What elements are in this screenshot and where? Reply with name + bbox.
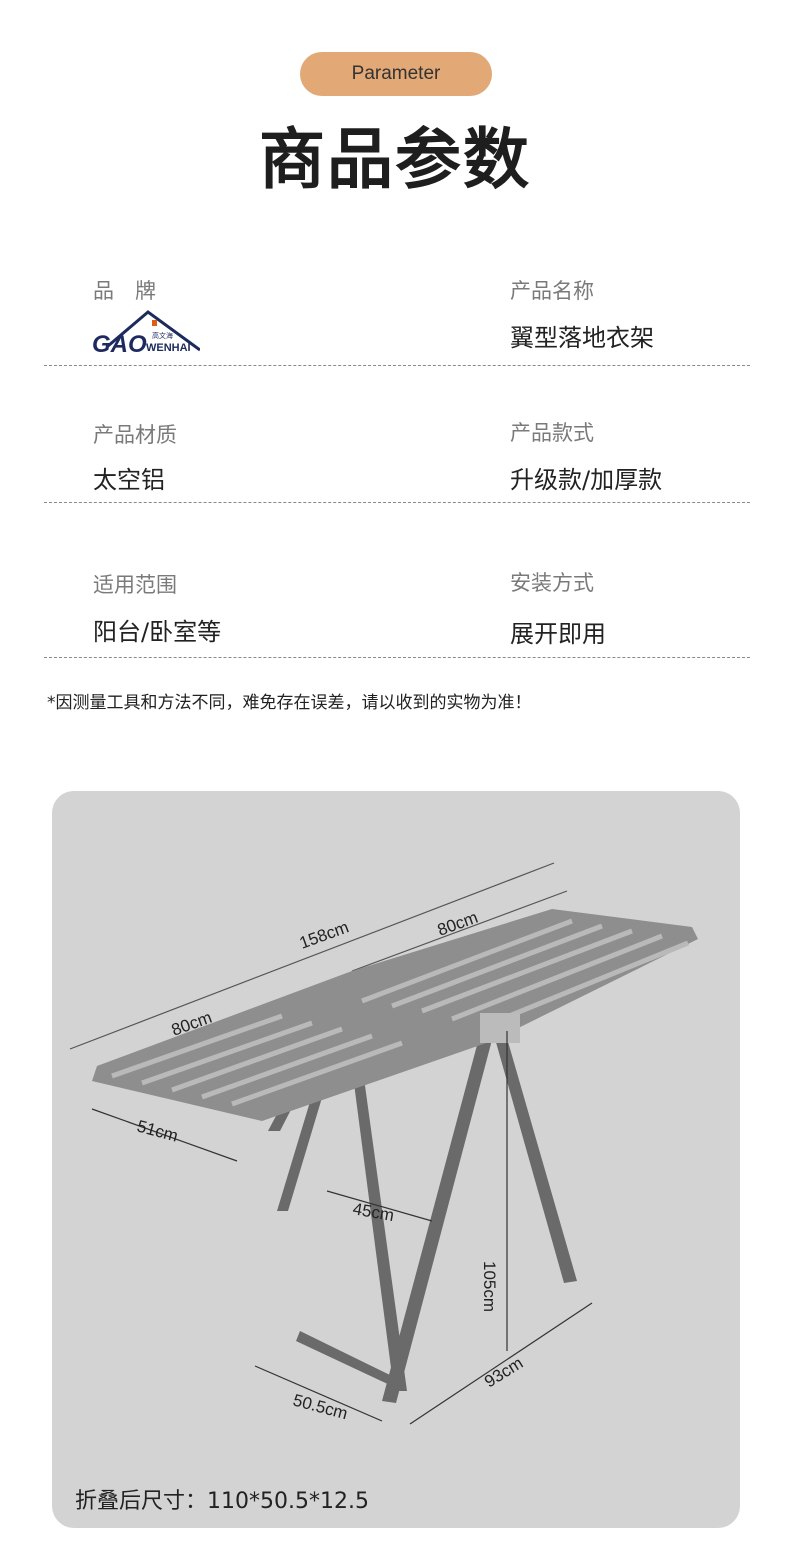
svg-text:WENHAI: WENHAI — [146, 342, 191, 354]
dim-inner: 45cm — [351, 1199, 395, 1225]
parameter-badge: Parameter — [300, 52, 492, 96]
param-value-name: 翼型落地衣架 — [510, 324, 654, 352]
divider — [44, 657, 750, 658]
dim-height: 105cm — [480, 1261, 499, 1312]
param-label-style: 产品款式 — [510, 421, 594, 445]
svg-text:GAO: GAO — [92, 331, 147, 354]
param-label-install: 安装方式 — [510, 571, 594, 595]
dimension-panel: 158cm 80cm 80cm 51cm 45cm 105cm 93cm 50.… — [52, 791, 740, 1528]
divider — [44, 502, 750, 503]
param-value-install: 展开即用 — [510, 620, 606, 648]
dim-depth: 93cm — [481, 1353, 526, 1391]
measurement-note: *因测量工具和方法不同，难免存在误差，请以收到的实物为准！ — [47, 693, 532, 713]
svg-text:高文海: 高文海 — [152, 331, 173, 340]
folded-size: 折叠后尺寸：110*50.5*12.5 — [75, 1489, 369, 1514]
param-label-material: 产品材质 — [93, 423, 177, 447]
divider — [44, 365, 750, 366]
param-value-style: 升级款/加厚款 — [510, 466, 663, 494]
rack-diagram: 158cm 80cm 80cm 51cm 45cm 105cm 93cm 50.… — [69, 862, 698, 1425]
param-label-scope: 适用范围 — [93, 573, 177, 597]
param-label-name: 产品名称 — [510, 279, 594, 303]
param-label-brand: 品 牌 — [93, 279, 156, 303]
dim-width: 51cm — [135, 1117, 180, 1146]
param-value-material: 太空铝 — [93, 466, 165, 494]
brand-logo: GAO WENHAI 高文海 — [92, 310, 200, 354]
param-value-scope: 阳台/卧室等 — [93, 618, 222, 646]
dim-base: 50.5cm — [291, 1391, 350, 1424]
page-title: 商品参数 — [259, 121, 531, 198]
dim-total: 158cm — [297, 917, 351, 952]
